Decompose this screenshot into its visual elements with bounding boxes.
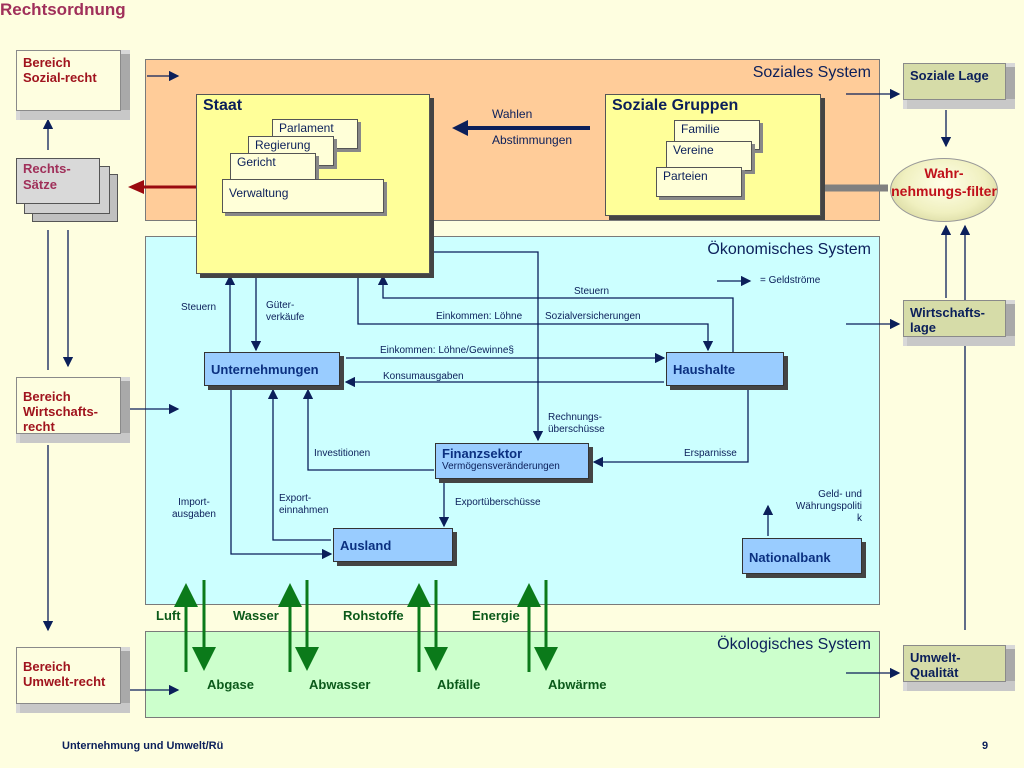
gruppe-parteien: Parteien <box>656 167 742 197</box>
legend-geldstroeme: = Geldströme <box>760 275 821 286</box>
bereich-sozialrecht-label: Bereich Sozial-recht <box>16 50 121 111</box>
label-export-einnahmen: Export- einnahmen <box>279 493 329 516</box>
arrow-steuern-right <box>377 274 734 352</box>
bereich-sozialrecht: Bereich Sozial-recht <box>16 50 130 120</box>
wirtschaftslage-label: Wirtschafts-lage <box>903 300 1006 337</box>
label-einkommen-loehne: Einkommen: Löhne <box>436 311 523 322</box>
haushalte-box: Haushalte <box>666 352 784 386</box>
staat-title: Staat <box>203 97 243 114</box>
arrow-import <box>230 390 333 560</box>
label-einkommen-gewinne: Einkommen: Löhne/Gewinne§ <box>380 345 514 356</box>
label-investitionen: Investitionen <box>314 448 371 459</box>
bereich-wirtschaftsrecht-label: Bereich Wirtschafts-recht <box>16 377 121 434</box>
umweltqualitaet-label: Umwelt-Qualität <box>903 645 1006 682</box>
output-abgase: Abgase <box>207 677 254 692</box>
wirtschaftslage: Wirtschafts-lage <box>903 300 1015 346</box>
staat-verwaltung: Verwaltung <box>222 179 384 213</box>
label-import: Import- ausgaben <box>172 497 216 520</box>
arrow-investitionen <box>302 388 434 471</box>
finanzsektor-title: Finanzsektor <box>442 446 523 461</box>
finanzsektor-sub: Vermögensveränderungen <box>442 461 560 472</box>
wahlen-label: Wahlen <box>492 107 533 121</box>
nationalbank-box: Nationalbank <box>742 538 862 574</box>
label-gueter: Güter- verkäufe <box>266 300 305 323</box>
staat-gericht: Gericht <box>230 153 316 183</box>
label-exportueberschuesse: Exportüberschüsse <box>455 497 541 508</box>
finanzsektor-box: Finanzsektor Vermögensveränderungen <box>435 443 589 479</box>
ausland-box: Ausland <box>333 528 453 562</box>
ecological-system: Ökologisches System <box>145 631 880 718</box>
arrow-ersparnisse <box>592 390 749 468</box>
output-abfaelle: Abfälle <box>437 677 481 692</box>
wahrnehmungsfilter: Wahr-nehmungs-filter <box>890 158 998 222</box>
resource-luft: Luft <box>156 608 181 623</box>
social-system-label: Soziales System <box>752 64 871 81</box>
soziale-lage-label: Soziale Lage <box>903 63 1006 100</box>
arrow-einkommen-loehne <box>357 276 714 352</box>
rechts-saetze-stack: Rechts-Sätze <box>16 158 120 224</box>
rechts-saetze-label: Rechts-Sätze <box>16 158 100 204</box>
page-title: Rechtsordnung <box>0 0 126 19</box>
soziale-lage: Soziale Lage <box>903 63 1015 109</box>
footer-text: Unternehmung und Umwelt/Rü <box>62 740 224 752</box>
arrow-export-einnahmen <box>267 388 331 541</box>
page-number: 9 <box>982 740 989 752</box>
abstimmungen-label: Abstimmungen <box>492 133 573 147</box>
label-steuern-left: Steuern <box>181 302 217 313</box>
bereich-umweltrecht-label: Bereich Umwelt-recht <box>16 647 121 704</box>
output-abwaerme: Abwärme <box>548 677 607 692</box>
bereich-wirtschaftsrecht: Bereich Wirtschafts-recht <box>16 377 130 443</box>
resource-rohstoffe: Rohstoffe <box>343 608 404 623</box>
label-sozialversicherungen: Sozialversicherungen <box>545 311 641 322</box>
resource-wasser: Wasser <box>233 608 279 623</box>
label-konsumausgaben: Konsumausgaben <box>383 371 464 382</box>
label-steuern-right: Steuern <box>574 286 610 297</box>
soziale-gruppen-title: Soziale Gruppen <box>612 97 739 114</box>
label-ersparnisse: Ersparnisse <box>684 448 737 459</box>
output-abwasser: Abwasser <box>309 677 371 692</box>
unternehmungen-box: Unternehmungen <box>204 352 340 386</box>
label-rechnungsueberschuesse: Rechnungs- überschüsse <box>548 412 605 435</box>
bereich-umweltrecht: Bereich Umwelt-recht <box>16 647 130 713</box>
ecological-system-label: Ökologisches System <box>717 636 871 653</box>
economic-system-label: Ökonomisches System <box>707 241 871 258</box>
umweltqualitaet: Umwelt-Qualität <box>903 645 1015 691</box>
label-geld-waehrung: Geld- und Währungspoliti k <box>795 489 862 524</box>
resource-energie: Energie <box>472 608 520 623</box>
